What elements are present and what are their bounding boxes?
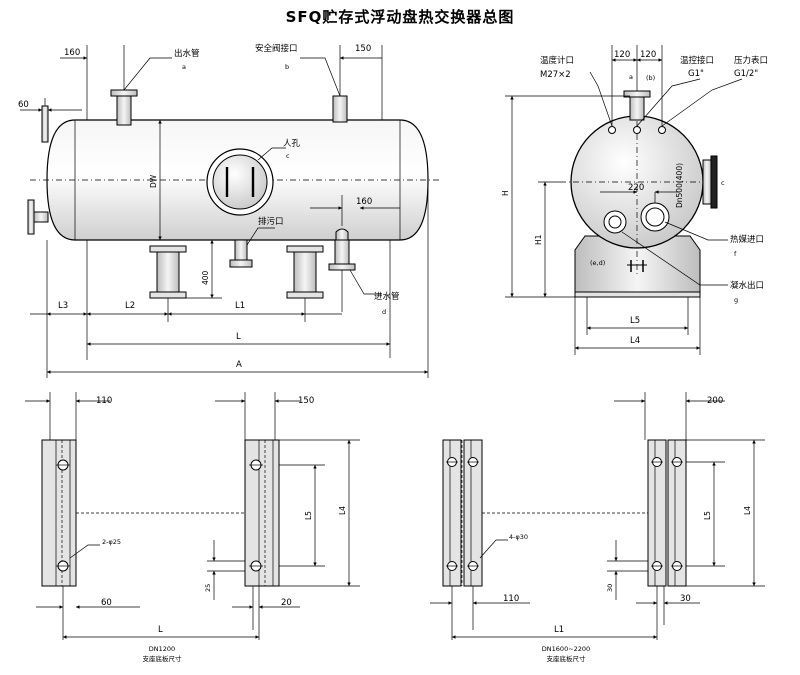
drawing-title: SFQ贮存式浮动盘热交换器总图 — [286, 8, 515, 26]
end-code-a: a — [629, 73, 633, 81]
condensate-code: g — [734, 296, 738, 304]
dim-60-left: 60 — [18, 100, 29, 110]
pressure-label: 压力表口 — [734, 55, 768, 66]
dn1600-dim-30b: 30 — [680, 594, 691, 604]
inlet-label: 进水管 — [374, 291, 400, 302]
dn1600-dim-L5: L5 — [703, 511, 712, 520]
condensate-label: 凝水出口 — [730, 280, 764, 291]
dn1600-caption-2: 支座底板尺寸 — [547, 654, 587, 663]
pressure-spec: G1/2" — [734, 69, 758, 79]
end-manhole-flange — [702, 159, 712, 205]
dim-120b: 120 — [640, 50, 656, 60]
safety-valve-label: 安全阀接口 — [255, 43, 298, 54]
dim-L3: L3 — [58, 301, 68, 311]
lower-left-nozzle — [33, 211, 49, 223]
left-saddle — [156, 251, 180, 293]
temp-gauge-spec: M27×2 — [540, 70, 571, 80]
dn1200-dim-150: 150 — [298, 396, 314, 406]
dn1200-dim-L: L — [158, 625, 163, 635]
safety-valve-port — [332, 95, 348, 123]
dn1200-dim-110: 110 — [96, 396, 112, 406]
temp-gauge-label: 温度计口 — [540, 55, 574, 66]
dn1600-dim-30a: 30 — [606, 584, 614, 592]
dn1200-right-plate — [244, 439, 280, 587]
base-plate-dn1200: 110 150 L4 L5 2-φ25 25 60 — [25, 392, 360, 663]
dim-160-right: 160 — [356, 197, 372, 207]
end-dim-L5: L5 — [630, 316, 640, 326]
dn1200-dim-L5: L5 — [304, 511, 313, 520]
dim-120a: 120 — [614, 50, 630, 60]
manhole-code: c — [286, 152, 290, 160]
dn1600-dim-L4: L4 — [743, 506, 752, 515]
dim-400: 400 — [201, 270, 210, 285]
dim-160-top: 160 — [64, 48, 80, 58]
dim-A: A — [236, 360, 242, 370]
heat-inlet-label: 热媒进口 — [730, 234, 764, 245]
dim-dw: DW — [149, 174, 158, 188]
dn1600-dim-200: 200 — [707, 396, 723, 406]
top-nozzle — [629, 95, 645, 121]
dn1200-dim-20: 20 — [281, 598, 292, 608]
temp-ctrl-spec: G1" — [688, 69, 704, 79]
dn1600-caption-1: DN1600~2200 — [542, 645, 590, 653]
temp-ctrl-port — [633, 126, 641, 134]
dn1200-dim-L4: L4 — [338, 506, 347, 515]
dim-L2: L2 — [125, 301, 135, 311]
right-saddle — [293, 251, 317, 293]
dim-L: L — [236, 332, 241, 342]
outlet-pipe — [116, 94, 132, 126]
dim-150-top: 150 — [355, 44, 371, 54]
dn1600-right-plate-b — [667, 439, 687, 587]
inlet-pipe — [334, 239, 350, 265]
left-nozzle — [41, 105, 49, 143]
end-code-ed: (e,d) — [590, 259, 605, 267]
drain-label: 排污口 — [258, 216, 284, 227]
safety-valve-code: b — [285, 63, 289, 71]
temp-gauge-port — [608, 126, 616, 134]
drain-pipe — [234, 239, 248, 261]
end-code-c: c — [721, 179, 725, 187]
dn1600-bolt-spec: 4-φ30 — [509, 533, 528, 541]
dn1200-bolt-spec: 2-φ25 — [102, 538, 121, 546]
dim-dn500: Dn500(400) — [675, 163, 684, 208]
end-dim-L4: L4 — [630, 336, 640, 346]
dn1200-caption-2: 支座底板尺寸 — [143, 654, 183, 663]
side-view: 出水管 a 安全阀接口 b 人孔 c 排污口 进水管 d 160 150 60 … — [18, 43, 440, 378]
dn1200-caption-1: DN1200 — [149, 645, 175, 653]
inlet-code: d — [382, 308, 386, 316]
base-plate-dn1600: 200 L4 L5 4-φ30 30 110 30 L1 DN — [430, 392, 765, 663]
pressure-port — [658, 126, 666, 134]
manhole-label: 人孔 — [283, 139, 301, 149]
heat-inlet-code: f — [734, 250, 737, 258]
end-code-b: (b) — [646, 74, 655, 82]
outlet-label: 出水管 — [174, 48, 200, 59]
dn1600-dim-L1: L1 — [554, 625, 564, 635]
end-view: 120 120 温度计口 M27×2 温控接口 G1" 压力表口 G1/2" a… — [501, 45, 768, 355]
dn1200-dim-60: 60 — [101, 598, 112, 608]
outlet-code: a — [182, 63, 186, 71]
dim-220: 220 — [628, 183, 644, 193]
temp-ctrl-label: 温控接口 — [680, 55, 714, 66]
dim-H: H — [501, 190, 510, 196]
dim-H1: H1 — [534, 234, 543, 245]
dn1200-dim-25: 25 — [204, 584, 212, 592]
dn1600-dim-110: 110 — [503, 594, 519, 604]
dim-L1: L1 — [235, 301, 245, 311]
